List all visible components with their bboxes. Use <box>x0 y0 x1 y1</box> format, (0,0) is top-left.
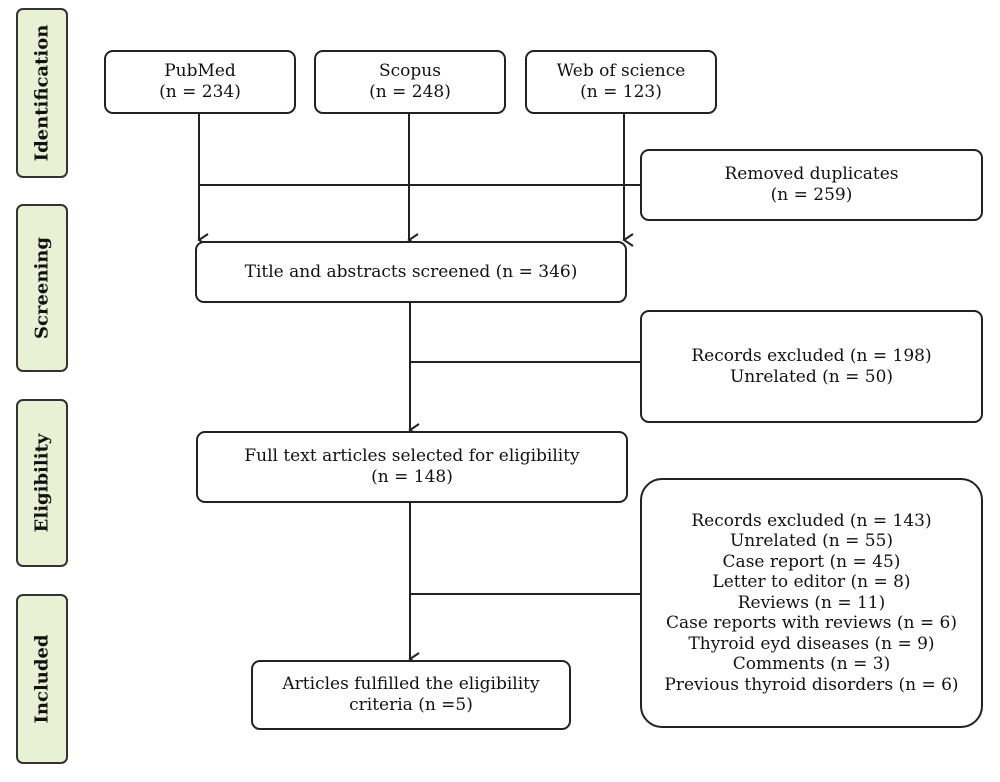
source-wos-name: Web of science <box>556 61 686 81</box>
removed-duplicates-box: Removed duplicates (n = 259) <box>640 149 983 221</box>
full-text-box: Full text articles selected for eligibil… <box>196 431 628 503</box>
excluded-eligibility-line-1: Records excluded (n = 143) <box>691 510 932 531</box>
phase-included: Included <box>16 594 68 764</box>
phase-identification: Identification <box>16 8 68 178</box>
phase-identification-label: Identification <box>31 24 53 162</box>
excluded-screening-box: Records excluded (n = 198) Unrelated (n … <box>640 310 983 423</box>
phase-screening: Screening <box>16 204 68 372</box>
included-line-1: Articles fulfilled the eligibility <box>282 674 540 694</box>
excluded-eligibility-line-3: Case report (n = 45) <box>722 551 901 572</box>
excluded-screening-line-1: Records excluded (n = 198) <box>691 345 932 366</box>
excluded-eligibility-line-6: Case reports with reviews (n = 6) <box>666 613 957 634</box>
removed-duplicates-label: Removed duplicates <box>724 164 899 184</box>
source-pubmed: PubMed (n = 234) <box>104 50 296 114</box>
full-text-label: Full text articles selected for eligibil… <box>244 446 580 466</box>
source-pubmed-count: (n = 234) <box>159 82 241 102</box>
excluded-eligibility-line-8: Comments (n = 3) <box>732 654 891 675</box>
phase-eligibility-label: Eligibility <box>31 433 53 533</box>
excluded-screening-line-2: Unrelated (n = 50) <box>729 366 894 387</box>
source-pubmed-name: PubMed <box>164 61 236 81</box>
source-scopus-count: (n = 248) <box>369 82 451 102</box>
excluded-eligibility-line-9: Previous thyroid disorders (n = 6) <box>664 674 959 695</box>
excluded-eligibility-line-5: Reviews (n = 11) <box>737 592 886 613</box>
phase-eligibility: Eligibility <box>16 399 68 567</box>
excluded-eligibility-line-7: Thyroid eyd diseases (n = 9) <box>688 633 935 654</box>
phase-screening-label: Screening <box>31 237 53 339</box>
excluded-eligibility-box: Records excluded (n = 143) Unrelated (n … <box>640 478 983 728</box>
excluded-eligibility-line-2: Unrelated (n = 55) <box>729 531 894 552</box>
included-box: Articles fulfilled the eligibility crite… <box>251 660 571 730</box>
source-scopus: Scopus (n = 248) <box>314 50 506 114</box>
source-web-of-science: Web of science (n = 123) <box>525 50 717 114</box>
full-text-count: (n = 148) <box>371 467 453 487</box>
excluded-eligibility-line-4: Letter to editor (n = 8) <box>712 572 911 593</box>
source-scopus-name: Scopus <box>379 61 441 81</box>
screened-box: Title and abstracts screened (n = 346) <box>195 241 627 303</box>
phase-included-label: Included <box>31 634 53 724</box>
included-line-2: criteria (n =5) <box>349 695 473 715</box>
removed-duplicates-count: (n = 259) <box>770 185 853 205</box>
source-wos-count: (n = 123) <box>580 82 662 102</box>
screened-label: Title and abstracts screened (n = 346) <box>244 261 578 282</box>
